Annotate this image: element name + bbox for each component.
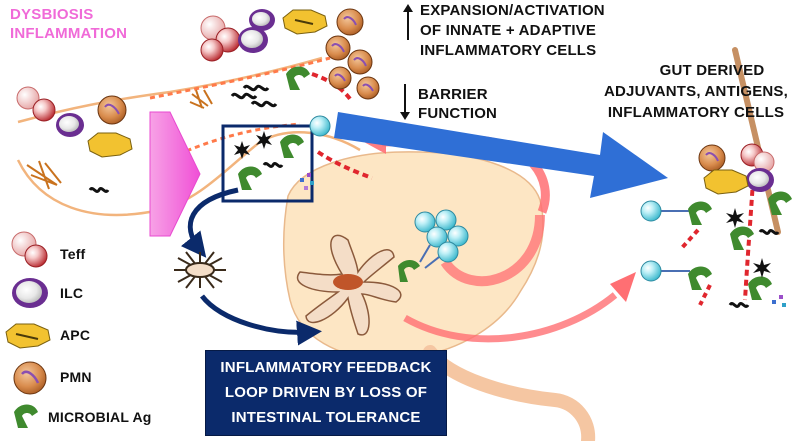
pmn-cell [347,49,373,75]
bacteria-orange [189,89,213,109]
dark-star-cell [256,131,272,149]
bacteria [262,162,284,168]
cyan-cell-right-1 [640,200,690,222]
antigen-uptake-box [221,124,314,203]
dark-star-cell [753,258,771,278]
microbial-antigen [688,266,712,290]
feedback-line-3: INTESTINAL TOLERANCE [231,409,421,426]
barrier-callout-line-2: FUNCTION [418,105,498,122]
microbial-antigen [280,134,304,158]
cyan-cell-upper [309,115,331,137]
title-line-2: INFLAMMATION [10,25,128,42]
antigen-dots [772,295,786,307]
tissue-microbial-antigen [398,260,420,282]
cyan-cell-cluster [414,209,469,269]
barrier-callout-line-1: BARRIER [418,86,488,103]
ilc-cell [249,9,275,31]
feedback-line-1: INFLAMMATORY FEEDBACK [220,359,432,376]
top-callout-line-3: INFLAMMATORY CELLS [420,42,597,59]
big-blue-arrow [334,112,668,198]
apc-cell-icon [5,323,51,349]
gut-wall-upper-dashed [149,56,331,100]
return-arrow-lower-head [610,272,636,302]
gut-callout-line-2: ADJUVANTS, ANTIGENS, [603,83,788,100]
teff-cell [200,38,224,62]
microbial-antigen [238,166,262,190]
barrier-segment-4 [678,228,700,252]
title-line-1: DYSBIOSIS [10,6,94,23]
microbial-antigen [286,66,310,90]
feedback-line-2: LOOP DRIVEN BY LOSS OF [224,384,428,401]
gut-callout-line-3: INFLAMMATORY CELLS [607,104,785,121]
up-arrow [403,4,413,40]
legend-label-apc: APC [60,327,91,343]
barrier-segment-5 [698,284,712,306]
pmn-cell [97,95,127,125]
ilc-cell-icon [12,278,48,308]
teff-cell-icon [11,231,48,268]
dendritic-cell [297,234,402,336]
legend-label-microbial-ag: MICROBIAL Ag [48,409,152,425]
migrating-dendritic-cell [174,251,226,289]
pmn-cell [356,76,380,100]
microbial-antigen [748,276,772,300]
microbial-antigen [688,201,712,225]
gut-callout-line-1: GUT DERIVED [659,62,765,79]
tissue-region [282,151,544,361]
teff-cell [16,86,40,110]
barrier-segment-1 [311,72,354,104]
bacteria-orange [26,160,62,190]
down-arrow [400,84,410,120]
legend-label-ilc: ILC [60,285,84,301]
apc-cell [282,9,328,35]
pmn-cell [328,66,352,90]
lymphatic-vessel [423,345,596,441]
dysbiosis-arrow [149,111,201,237]
bacteria [88,187,110,193]
pmn-cell [336,8,364,36]
teff-cell [32,98,56,122]
top-callout-line-2: OF INNATE + ADAPTIVE [420,22,597,39]
cyan-cell-right-2 [640,260,690,282]
microbial-antigen [768,191,792,215]
gut-wall-upper [17,56,323,124]
bacteria [728,302,750,308]
pmn-cell-icon [13,361,47,395]
bacteria-cluster [230,84,278,108]
microbial-antigen-icon [14,404,38,428]
legend-label-pmn: PMN [60,369,92,385]
return-arrow-inner [440,214,545,287]
ilc-cell [238,27,268,53]
dark-star-cell [726,208,744,228]
return-arrow-lower [403,292,618,343]
navy-arrow-to-dc [180,187,239,258]
navy-arrow-to-tissue [200,294,322,346]
barrier-segment-3 [743,149,757,301]
antigen-dots [300,173,314,190]
bacteria [758,229,780,235]
apc-cell [703,169,749,195]
pmn-cell [698,144,726,172]
pmn-cell [325,35,351,61]
legend-label-teff: Teff [60,246,86,262]
barrier-segment-2 [316,150,373,180]
apc-cell [87,132,133,158]
dark-star-cell [234,141,250,159]
top-callout-line-1: EXPANSION/ACTIVATION [420,2,605,19]
microbial-antigen [730,226,754,250]
ilc-cell [746,168,774,192]
feedback-loop-box: INFLAMMATORY FEEDBACK LOOP DRIVEN BY LOS… [205,350,447,436]
gut-wall-lower [16,131,361,217]
ilc-cell [56,113,84,137]
